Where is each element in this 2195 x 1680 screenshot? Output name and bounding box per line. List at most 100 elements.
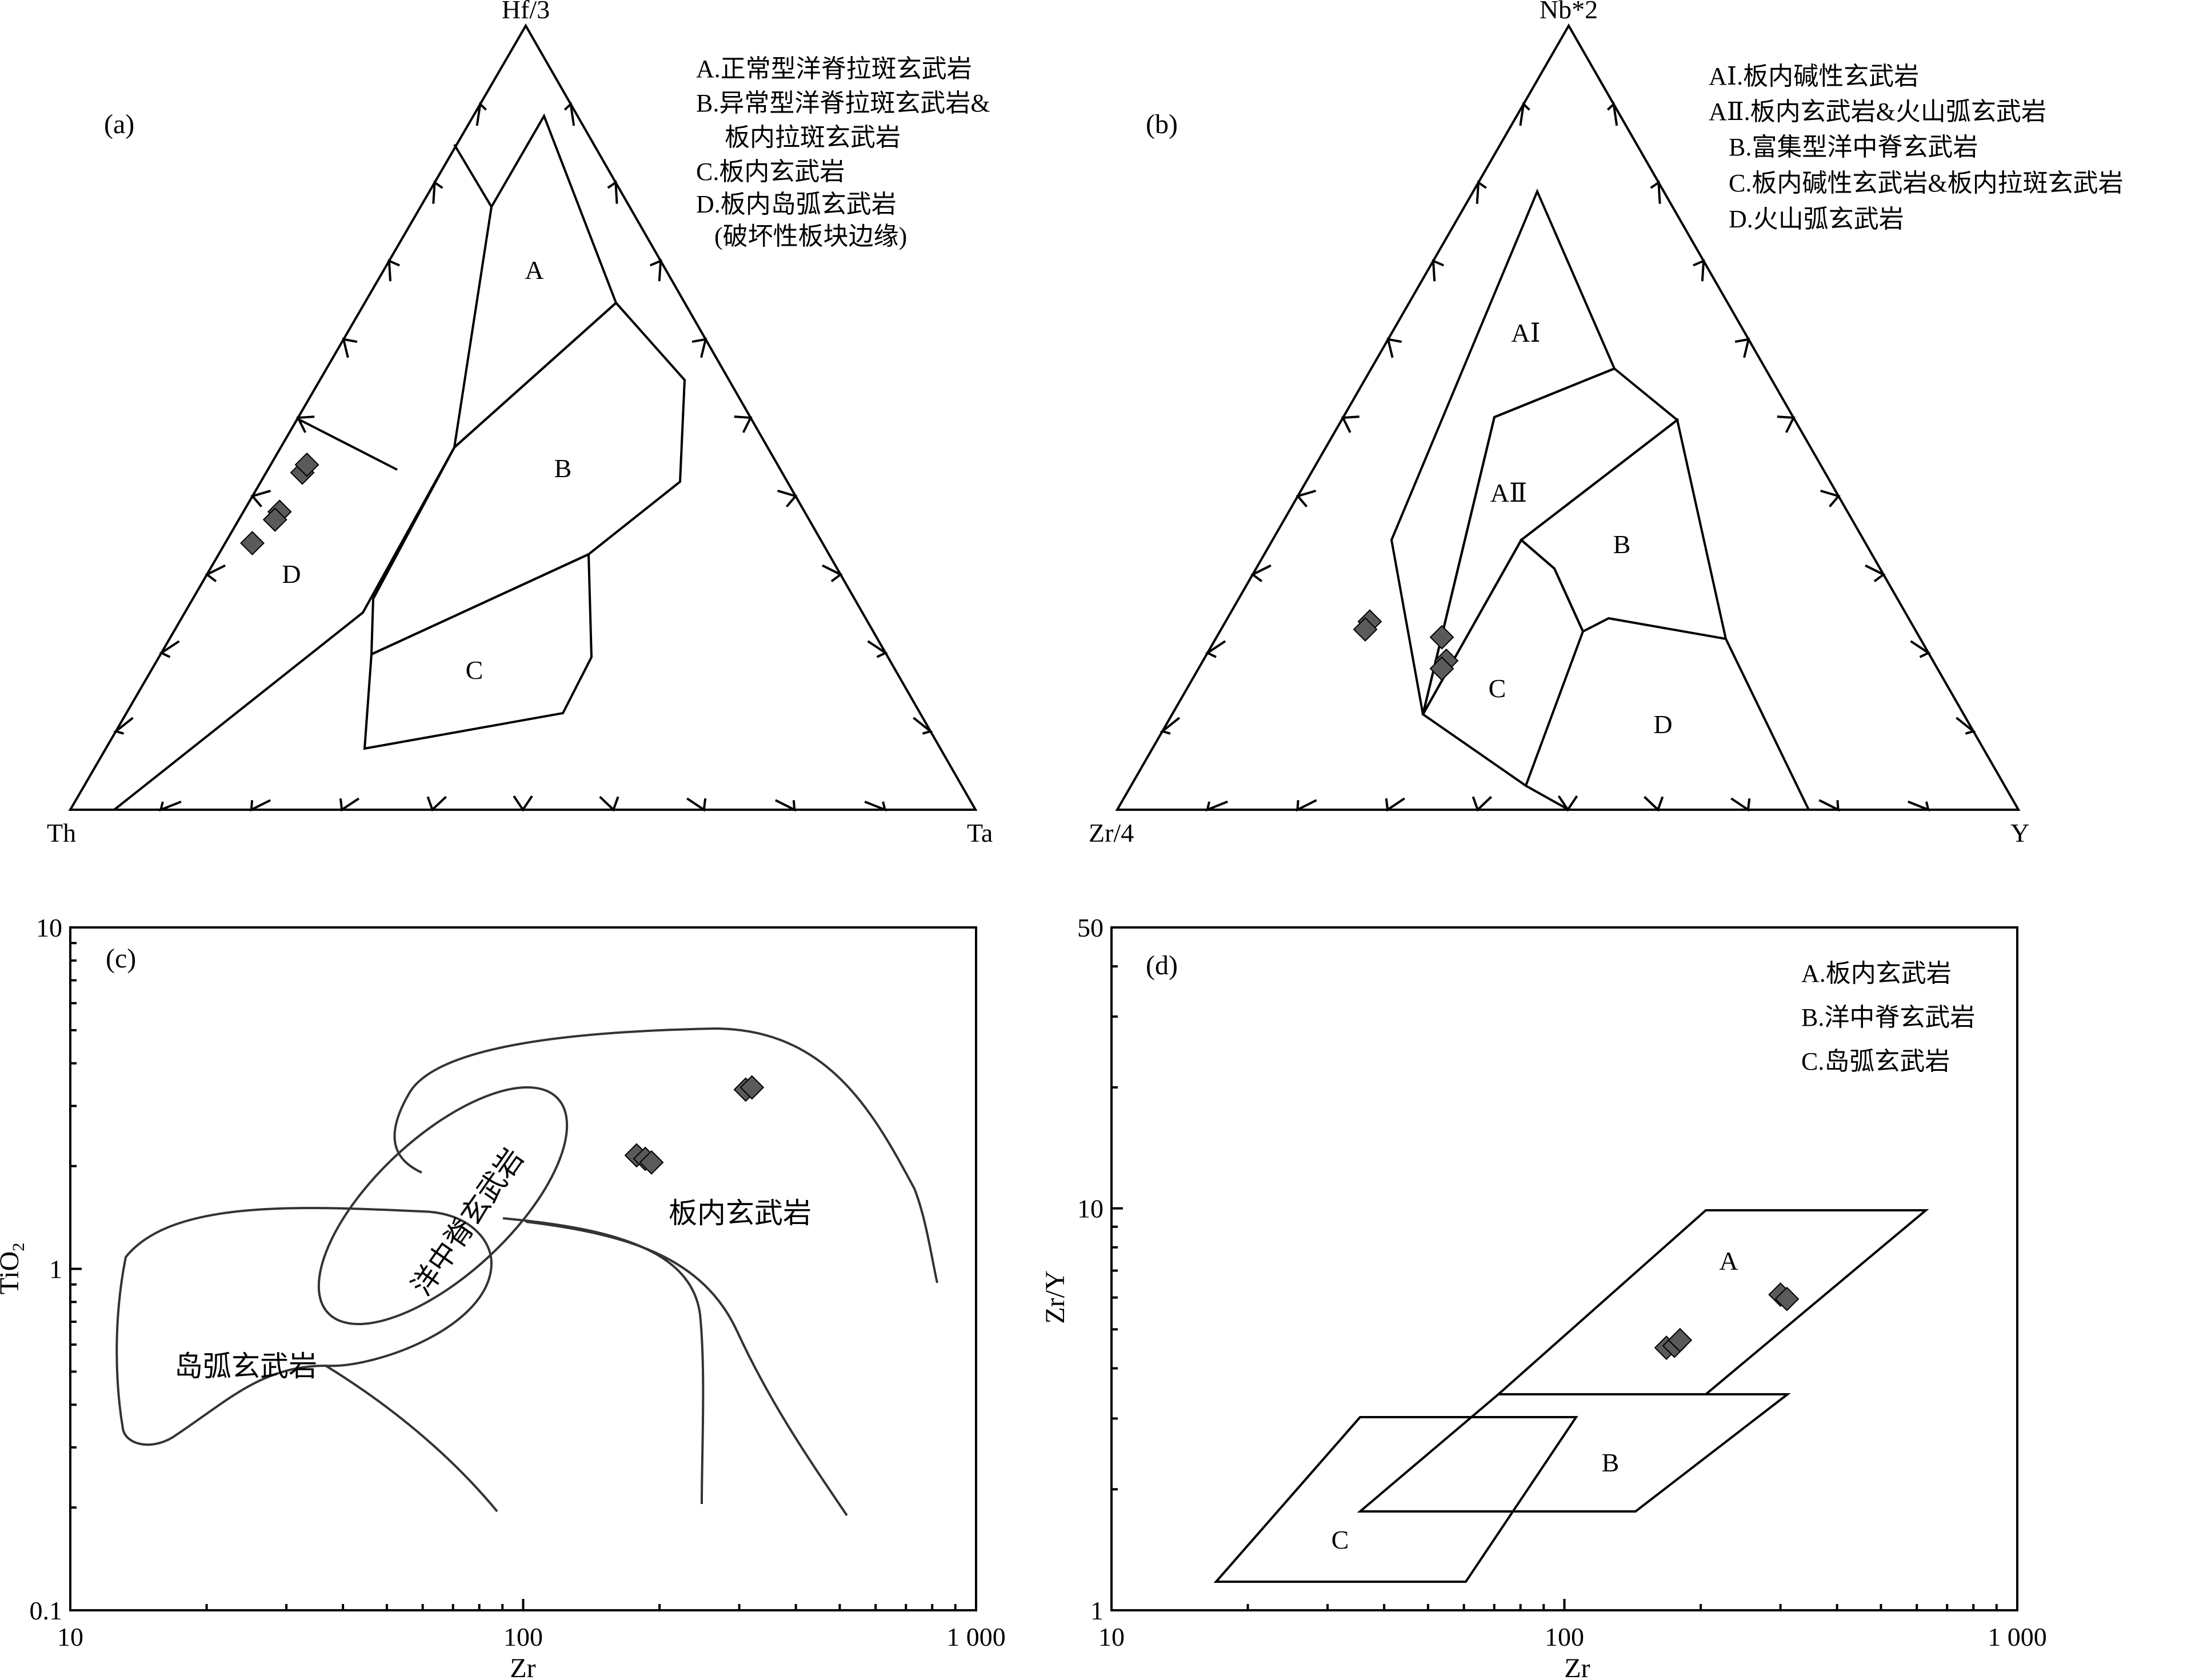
y-axis-label-d: Zr/Y [1040,1270,1070,1323]
tick-ticks-b-0-6 [1386,338,1402,358]
tick-ticks-b-2-2 [1818,799,1840,812]
apex-label-y: Y [2010,818,2029,847]
apex-label-hf3: Hf/3 [502,0,550,24]
field-c-boundary [363,552,593,750]
legend-b-item-4: C.板内碱性玄武岩&板内拉斑玄武岩 [1729,169,2124,197]
tick-ticks-b-0-9 [1519,102,1530,126]
tick-ticks-b-1-4 [1734,338,1750,358]
boundary-d-b [1525,785,1569,811]
axes-d-ytick-label-0: 1 [1090,1596,1104,1625]
svg-text:TiO2: TiO2 [0,1243,28,1295]
panel-label-d: (d) [1146,950,1178,981]
tick-ticks-b-2-1 [1908,801,1930,812]
legend-b-item-5: D.火山弧玄武岩 [1729,205,1904,233]
x-axis-label-d: Zr [1564,1653,1590,1680]
tick-ticks-a-0-2 [159,640,180,658]
tick-ticks-a-2-5 [513,795,533,812]
field-label-b-b: B [1613,530,1631,559]
tick-ticks-b-1-3 [1693,259,1705,282]
y-axis-label-c-main: TiO [0,1251,25,1295]
apex-label-zr4: Zr/4 [1089,818,1134,847]
field-label-a2: AⅡ [1490,478,1528,507]
field-boundary-island-arc-tail [325,1365,498,1513]
tick-ticks-a-0-6 [342,338,358,358]
field-label-b: B [554,454,572,483]
field-c-boundary-b [1421,538,1585,788]
field-boundary-a-d [1495,1209,1929,1395]
boundary-d-upper [299,419,398,471]
legend-a-item-4: C.板内玄武岩 [696,158,845,186]
tick-ticks-b-0-3 [1250,564,1272,582]
plot-frame-c [69,926,977,1611]
legend-a: A.正常型洋脊拉斑玄武岩 B.异常型洋脊拉斑玄武岩& 板内拉斑玄武岩 C.板内玄… [696,55,990,250]
tick-ticks-b-1-9 [1956,717,1976,735]
tick-ticks-a-0-1 [113,717,134,735]
tick-ticks-b-2-4 [1644,795,1664,812]
axes-d-xtick-label-2: 1 000 [1988,1622,2047,1651]
tick-ticks-b-0-5 [1341,415,1360,433]
tick-marks-a [113,102,933,812]
field-label-a-d: A [1719,1246,1738,1275]
tick-ticks-b-0-4 [1296,489,1317,507]
axes-c-xtick-label-1: 100 [503,1622,543,1651]
data-points-c [624,1075,765,1175]
field-boundary-island-arc [115,1206,493,1446]
ternary-plot-b: Nb*2 Zr/4 Y (b) AⅠ AⅡ B C D AⅠ.板内碱性玄武岩 A… [1089,0,2124,847]
field-boundary-b-d [1357,1393,1791,1513]
data-point-c-3 [639,1150,664,1175]
tick-ticks-a-1-4 [691,338,707,358]
tick-ticks-a-2-4 [599,795,619,812]
axes-d-ytick-label-2: 50 [1077,913,1104,942]
tick-ticks-b-2-3 [1730,797,1751,812]
tick-ticks-a-2-8 [250,799,271,812]
tick-ticks-b-1-6 [1820,489,1841,507]
field-label-b-d: B [1602,1448,1620,1477]
tick-ticks-b-0-1 [1160,717,1181,735]
legend-a-item-5: D.板内岛弧玄武岩 [696,190,897,218]
tick-ticks-a-2-1 [864,801,887,812]
y-axis-label-c-sub: 2 [9,1243,28,1251]
field-label-a: A [525,255,543,285]
x-axis-label-c: Zr [510,1653,535,1680]
data-point-c-5 [739,1075,765,1100]
tick-ticks-a-1-9 [913,717,933,735]
tick-ticks-a-1-1 [563,102,575,126]
panel-label-b: (b) [1146,109,1178,139]
tick-ticks-a-1-5 [734,415,753,433]
tick-ticks-a-0-4 [250,489,271,507]
legend-b: AⅠ.板内碱性玄武岩 AⅡ.板内玄武岩&火山弧玄武岩 B.富集型洋中脊玄武岩 C… [1709,62,2124,233]
data-point-b-2 [1353,617,1378,642]
legend-a-item-6: (破坏性板块边缘) [714,222,907,250]
panel-label-a: (a) [104,109,134,139]
axes-d-ytick-label-1: 10 [1077,1194,1104,1223]
legend-d-item-3: C.岛弧玄武岩 [1801,1047,1950,1075]
data-point-b-3 [1429,625,1454,650]
tick-ticks-b-2-9 [1205,801,1228,812]
field-label-a1: AⅠ [1511,318,1540,347]
field-label-within-plate: 板内玄武岩 [669,1197,811,1229]
legend-d-item-2: B.洋中脊玄武岩 [1801,1003,1975,1031]
boundary-d-right-b [1725,638,1810,810]
tick-ticks-a-1-8 [867,640,888,658]
axes-d-xtick-label-1: 100 [1545,1622,1584,1651]
field-label-d-b: D [1653,710,1672,739]
legend-b-item-1: AⅠ.板内碱性玄武岩 [1709,62,1919,90]
panel-label-c: (c) [106,943,136,974]
tick-ticks-a-0-8 [432,180,443,204]
field-boundary-morb [317,1086,569,1326]
field-b-boundary [370,301,686,657]
field-label-d: D [282,559,301,589]
tick-ticks-b-2-7 [1385,797,1405,812]
apex-label-nb2: Nb*2 [1540,0,1598,24]
tick-ticks-a-1-6 [777,489,798,507]
data-point-b-5 [1429,656,1454,681]
field-boundary-within-plate [393,1027,938,1283]
field-boundary-inner-2 [525,1221,848,1517]
field-label-morb: 洋中脊玄武岩 [405,1142,530,1301]
ternary-plot-a: Hf/3 Th Ta (a) A B C D A.正常型洋脊拉斑玄武岩 B.异常… [47,0,993,847]
tick-ticks-b-0-8 [1476,180,1487,204]
